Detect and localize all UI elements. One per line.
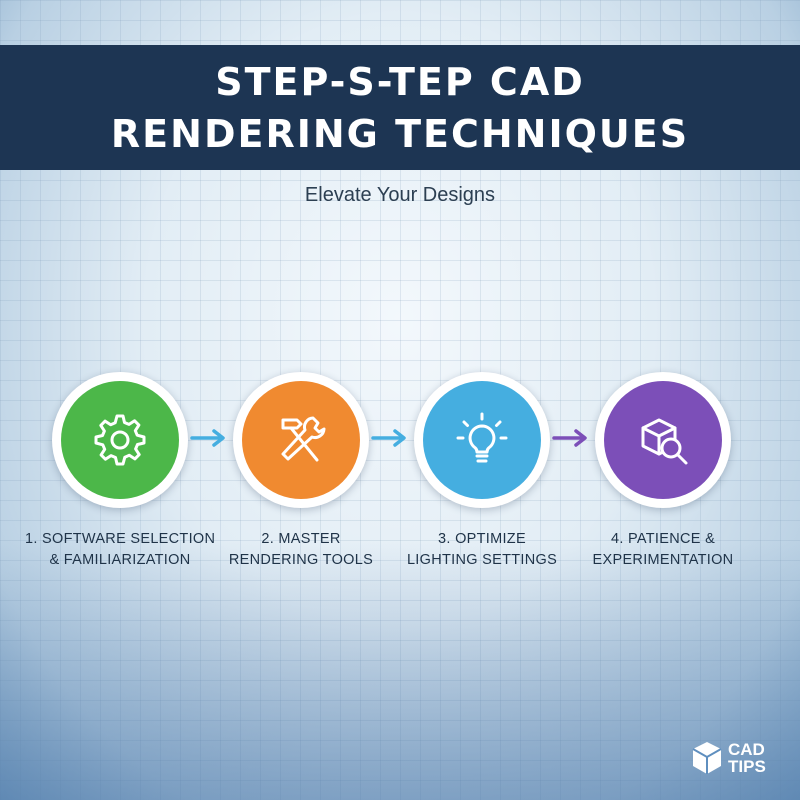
logo-text-line-1: CAD <box>728 739 765 759</box>
arrow-3-4 <box>552 429 587 447</box>
step-3-circle <box>414 372 550 508</box>
step-4-label: 4. PATIENCE & EXPERIMENTATION <box>592 531 734 568</box>
step-1-circle <box>52 372 188 508</box>
cube-logo-icon <box>692 741 722 774</box>
title-line-1: STEP-S-TEP CAD <box>215 59 585 104</box>
step-3-label: 3. OPTIMIZE LIGHTING SETTINGS <box>406 531 558 568</box>
step-2-circle <box>233 372 369 508</box>
subtitle: Elevate Your Designs <box>304 184 496 206</box>
background-gradient <box>0 540 800 800</box>
title-banner: STEP-S-TEP CAD RENDERING TECHNIQUES <box>0 45 800 170</box>
title-line-2: RENDERING TECHNIQUES <box>110 111 690 156</box>
step-1-label: 1. SOFTWARE SELECTION & FAMILIARIZATION <box>25 531 216 568</box>
cad-tips-logo: CAD TIPS <box>690 735 770 780</box>
arrow-2-3 <box>371 429 406 447</box>
step-4-circle <box>595 372 731 508</box>
logo-text-line-2: TIPS <box>728 756 766 776</box>
step-2-label: 2. MASTER RENDERING TOOLS <box>228 531 374 568</box>
cube-magnifier-icon <box>641 418 688 465</box>
lightbulb-icon <box>456 412 508 463</box>
gear-icon <box>94 414 146 466</box>
hammer-wrench-icon <box>281 416 326 462</box>
arrow-1-2 <box>190 429 225 447</box>
